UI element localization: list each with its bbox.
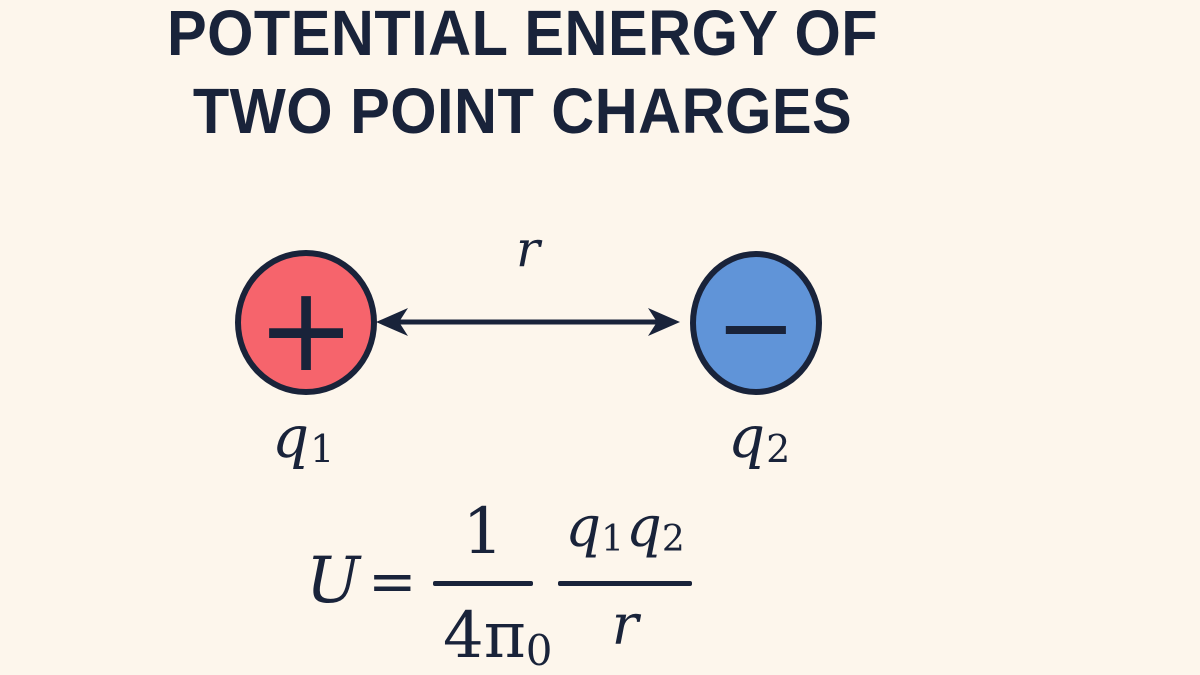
formula-q2-subscript: 2 (661, 519, 685, 561)
formula-q2-base: q (626, 495, 662, 560)
charge1-label: q1 (272, 408, 334, 468)
formula-coefficient-denominator-subscript: 0 (525, 626, 553, 675)
charge1-label-base: q (272, 403, 310, 471)
formula-lhs: U (306, 544, 360, 618)
charge2-label: q2 (728, 408, 790, 468)
formula-q1-base: q (565, 495, 602, 560)
charge1-label-subscript: 1 (310, 427, 335, 472)
fraction-bar-charges (558, 581, 692, 586)
positive-charge-circle: + (235, 250, 377, 395)
distance-label: r (516, 220, 540, 278)
formula-coefficient-denominator-base: 4π (443, 599, 526, 673)
fraction-bar-coefficient (433, 581, 533, 586)
charge2-label-base: q (728, 403, 766, 471)
formula-charges-numerator: q1q2 (556, 500, 696, 558)
page-title: POTENTIAL ENERGY OF TWO POINT CHARGES (37, 0, 1009, 150)
minus-icon: − (715, 271, 797, 383)
formula-q1-subscript: 1 (601, 519, 624, 561)
title-line-2: TWO POINT CHARGES (192, 75, 853, 147)
negative-charge-circle: − (690, 251, 822, 395)
formula-coefficient-denominator: 4π0 (443, 604, 553, 672)
distance-arrow-icon (376, 308, 680, 336)
plus-icon: + (256, 259, 356, 398)
title-line-1: POTENTIAL ENERGY OF (166, 0, 879, 69)
formula-equals-sign: = (368, 547, 417, 615)
formula-charges-denominator: r (611, 593, 639, 658)
charge2-label-subscript: 2 (766, 427, 791, 472)
formula-coefficient-numerator: 1 (462, 495, 504, 569)
